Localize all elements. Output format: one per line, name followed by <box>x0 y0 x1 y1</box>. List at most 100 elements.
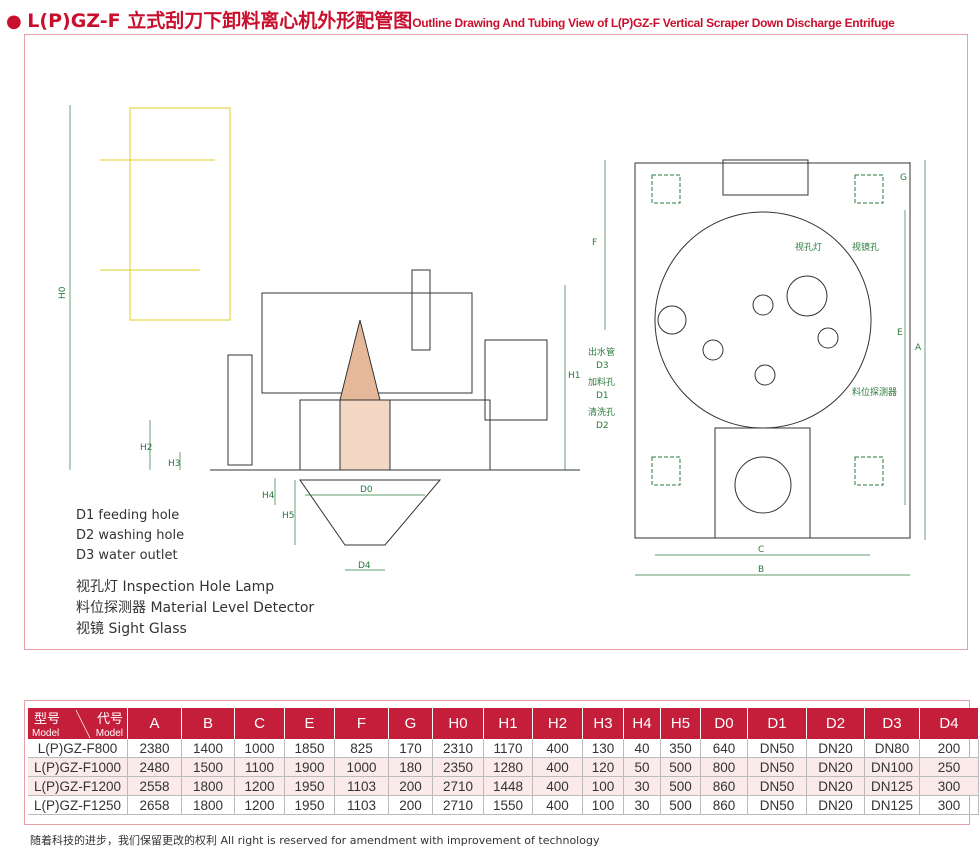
svg-text:视镜孔: 视镜孔 <box>852 241 879 253</box>
bullet-icon: ● <box>6 11 22 32</box>
table-cell: 200 <box>388 776 433 796</box>
column-header: H1 <box>483 708 533 739</box>
svg-text:H4: H4 <box>262 491 275 501</box>
top-view <box>634 159 911 539</box>
table-cell: 1280 <box>483 757 533 777</box>
table-cell: 100 <box>582 795 624 815</box>
table-cell: 1400 <box>181 739 235 758</box>
table-cell: 1200 <box>234 776 285 796</box>
table-cell: DN50 <box>747 776 807 796</box>
table-cell: 500 <box>660 795 701 815</box>
table-cell: 1103 <box>334 776 389 796</box>
legend-sight: 视镜 Sight Glass <box>76 621 187 637</box>
table-cell: 400 <box>532 739 583 758</box>
table-cell: 1000 <box>234 739 285 758</box>
svg-text:D3: D3 <box>596 361 609 371</box>
table-cell: 500 <box>660 757 701 777</box>
table-cell: 640 <box>700 739 748 758</box>
table-cell: 1800 <box>181 776 235 796</box>
svg-text:H3: H3 <box>168 459 181 469</box>
scraper-outline <box>100 107 231 321</box>
table-cell: 2380 <box>127 739 182 758</box>
table-cell: DN125 <box>864 776 920 796</box>
column-header: H0 <box>432 708 484 739</box>
svg-text:H1: H1 <box>568 371 581 381</box>
callout-labels: 视孔灯 视镜孔 出水管 D3 加料孔 D1 清洗孔 D2 料位探测器 <box>588 241 897 431</box>
table-cell: 300 <box>919 776 979 796</box>
table-cell: 1800 <box>181 795 235 815</box>
table-cell: 1448 <box>483 776 533 796</box>
svg-text:G: G <box>900 173 907 183</box>
table-cell: 40 <box>623 739 661 758</box>
table-cell: 30 <box>623 795 661 815</box>
table-cell: 1550 <box>483 795 533 815</box>
svg-text:视孔灯: 视孔灯 <box>795 241 822 253</box>
column-header: H3 <box>582 708 624 739</box>
table-cell: 50 <box>623 757 661 777</box>
table-cell: DN50 <box>747 757 807 777</box>
table-cell: DN50 <box>747 795 807 815</box>
table-cell: 1500 <box>181 757 235 777</box>
footer-note: 随着科技的进步，我们保留更改的权利 All right is reserved … <box>30 834 600 847</box>
table-cell: 800 <box>700 757 748 777</box>
svg-text:料位探测器: 料位探测器 <box>852 386 897 398</box>
svg-text:C: C <box>758 545 764 555</box>
table-cell: 200 <box>919 739 979 758</box>
svg-text:E: E <box>897 328 903 338</box>
table-cell: 860 <box>700 795 748 815</box>
legend-d2: D2 washing hole <box>76 528 185 543</box>
svg-text:加料孔: 加料孔 <box>588 376 615 388</box>
table-cell: 250 <box>919 757 979 777</box>
column-header: E <box>284 708 335 739</box>
table-cell: 1100 <box>234 757 285 777</box>
column-header: D1 <box>747 708 807 739</box>
table-cell: DN20 <box>806 776 865 796</box>
table-cell: DN125 <box>864 795 920 815</box>
svg-text:D0: D0 <box>360 485 373 495</box>
page-title: ● L(P)GZ-F 立式刮刀下卸料离心机外形配管图Outline Drawin… <box>6 10 895 32</box>
table-cell: 350 <box>660 739 701 758</box>
svg-text:H5: H5 <box>282 511 295 521</box>
dimension-labels: H0 H1 H2 H3 H4 H5 D0 D4 F G E A C B <box>58 173 922 575</box>
table-cell: 1103 <box>334 795 389 815</box>
table-cell: 2480 <box>127 757 182 777</box>
dimension-lines <box>69 105 926 576</box>
column-header: C <box>234 708 285 739</box>
table-cell: 400 <box>532 757 583 777</box>
table-cell: 2350 <box>432 757 484 777</box>
column-header: F <box>334 708 389 739</box>
legend-level: 料位探测器 Material Level Detector <box>76 600 315 616</box>
table-cell: 1850 <box>284 739 335 758</box>
table-cell: 500 <box>660 776 701 796</box>
table-cell: 2658 <box>127 795 182 815</box>
svg-text:H0: H0 <box>58 286 68 299</box>
svg-text:D1: D1 <box>596 391 609 401</box>
table-cell: 860 <box>700 776 748 796</box>
model-cell: L(P)GZ-F800 <box>28 739 128 758</box>
model-cell: L(P)GZ-F1200 <box>28 776 128 796</box>
table-cell: 120 <box>582 757 624 777</box>
column-header: H5 <box>660 708 701 739</box>
table-cell: 825 <box>334 739 389 758</box>
table-cell: 1200 <box>234 795 285 815</box>
table-cell: 100 <box>582 776 624 796</box>
column-header: D3 <box>864 708 920 739</box>
drawing-frame <box>24 34 968 650</box>
table-cell: 400 <box>532 795 583 815</box>
table-cell: 180 <box>388 757 433 777</box>
legend-d1: D1 feeding hole <box>76 508 180 523</box>
svg-text:出水管: 出水管 <box>588 346 615 358</box>
table-cell: 30 <box>623 776 661 796</box>
column-header: D4 <box>919 708 979 739</box>
table-cell: 170 <box>388 739 433 758</box>
svg-text:A: A <box>915 343 922 353</box>
svg-text:D2: D2 <box>596 421 609 431</box>
table-cell: 300 <box>919 795 979 815</box>
column-header: H2 <box>532 708 583 739</box>
